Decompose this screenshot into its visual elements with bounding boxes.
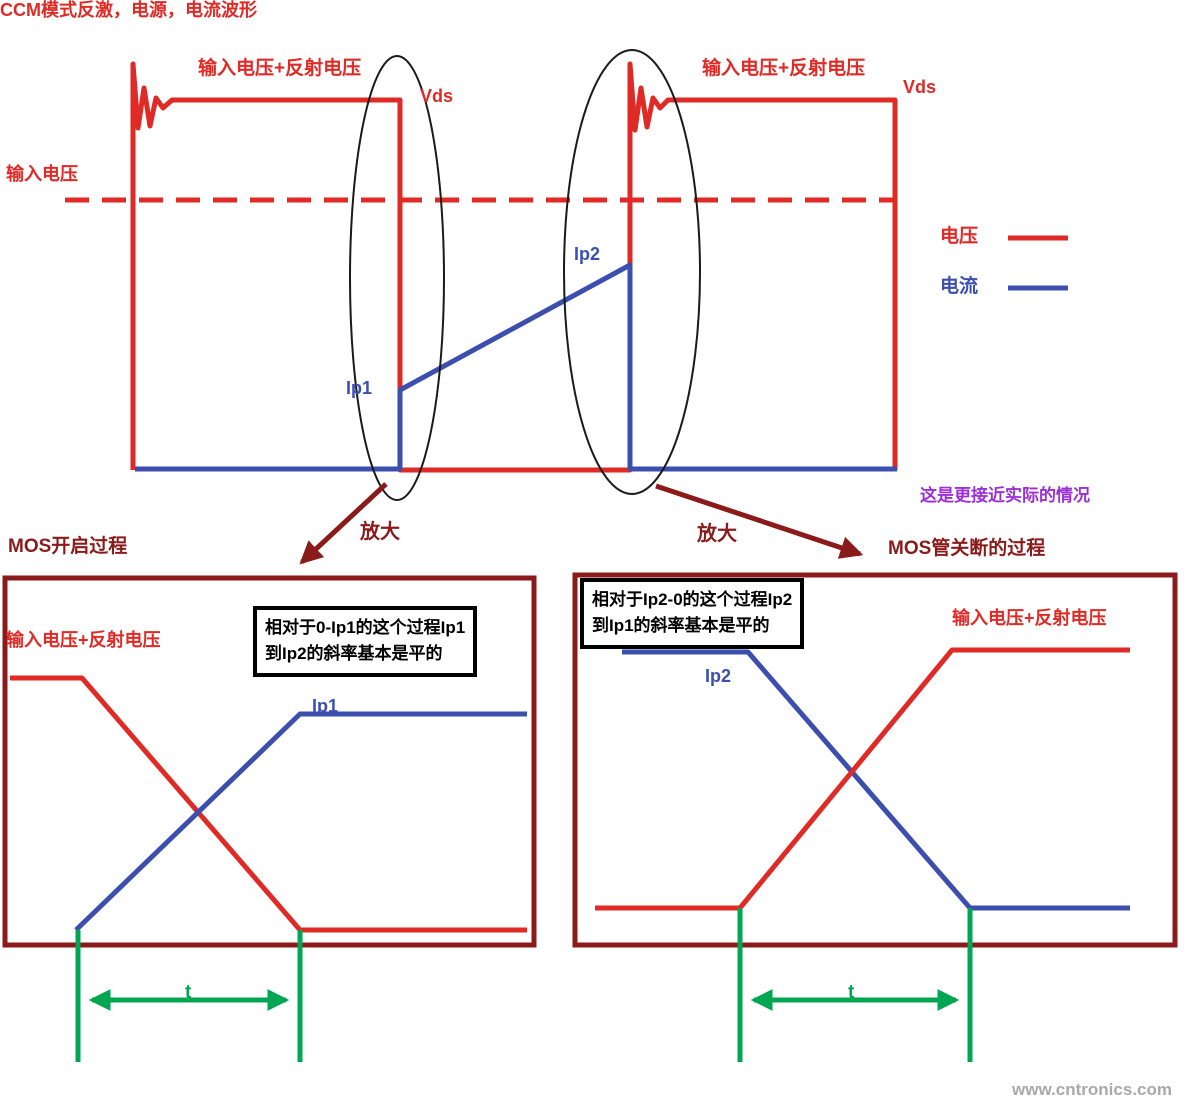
turn-on-panel-border [2,575,537,948]
turn-on-note-line2: 到Ip2的斜率基本是平的 [265,644,443,664]
turn-off-panel-border [572,572,1178,948]
zoom-label-left: 放大 [360,521,400,543]
vds-voltage-waveform [130,61,898,473]
right-spike-voltage-label: 输入电压+反射电压 [702,58,866,79]
realistic-note-label: 这是更接近实际的情况 [920,486,1090,505]
input-voltage-label: 输入电压 [6,164,78,184]
ip1-label-panel: Ip1 [312,696,339,716]
turn-off-current-line [622,649,1130,911]
turn-on-time-label: t [185,982,192,1003]
zoom-label-right: 放大 [697,523,737,545]
watermark: www.cntronics.com [1012,1080,1172,1099]
turn-off-note-line2: 到Ip1的斜率基本是平的 [592,616,770,636]
turn-on-panel-title: MOS开启过程 [8,536,128,557]
turn-on-note-box: 相对于0-Ip1的这个过程Ip1 到Ip2的斜率基本是平的 [253,606,478,677]
turn-off-voltage-line [595,647,1130,911]
ip2-label-panel: Ip2 [705,666,732,686]
zoom-region-ellipse-right [563,49,701,495]
turn-off-voltage-label: 输入电压+反射电压 [952,608,1107,628]
zoom-region-ellipse-left [349,55,445,501]
diagram-title: CCM模式反激，电源，电流波形 [0,0,257,20]
turn-on-voltage-label: 输入电压+反射电压 [6,630,161,650]
zoom-arrow-right [655,483,864,559]
vds-label-right: Vds [903,77,937,97]
vds-label-left: Vds [420,86,454,106]
ip1-label-main: Ip1 [346,378,373,398]
turn-off-time-label: t [848,982,855,1003]
turn-on-voltage-line [10,675,527,933]
turn-on-note-line1: 相对于0-Ip1的这个过程Ip1 [265,618,466,637]
turn-on-current-line [74,711,527,932]
legend-voltage-label: 电压 [940,226,979,247]
left-spike-voltage-label: 输入电压+反射电压 [198,58,362,79]
zoom-arrow-left [299,482,388,565]
turn-off-panel-title: MOS管关断的过程 [888,538,1046,559]
primary-current-waveform [135,262,897,472]
turn-off-note-box: 相对于Ip2-0的这个过程Ip2 到Ip1的斜率基本是平的 [580,578,805,649]
legend-current-label: 电流 [940,276,979,297]
turn-off-note-line1: 相对于Ip2-0的这个过程Ip2 [592,590,793,609]
ip2-label-main: Ip2 [574,244,601,264]
